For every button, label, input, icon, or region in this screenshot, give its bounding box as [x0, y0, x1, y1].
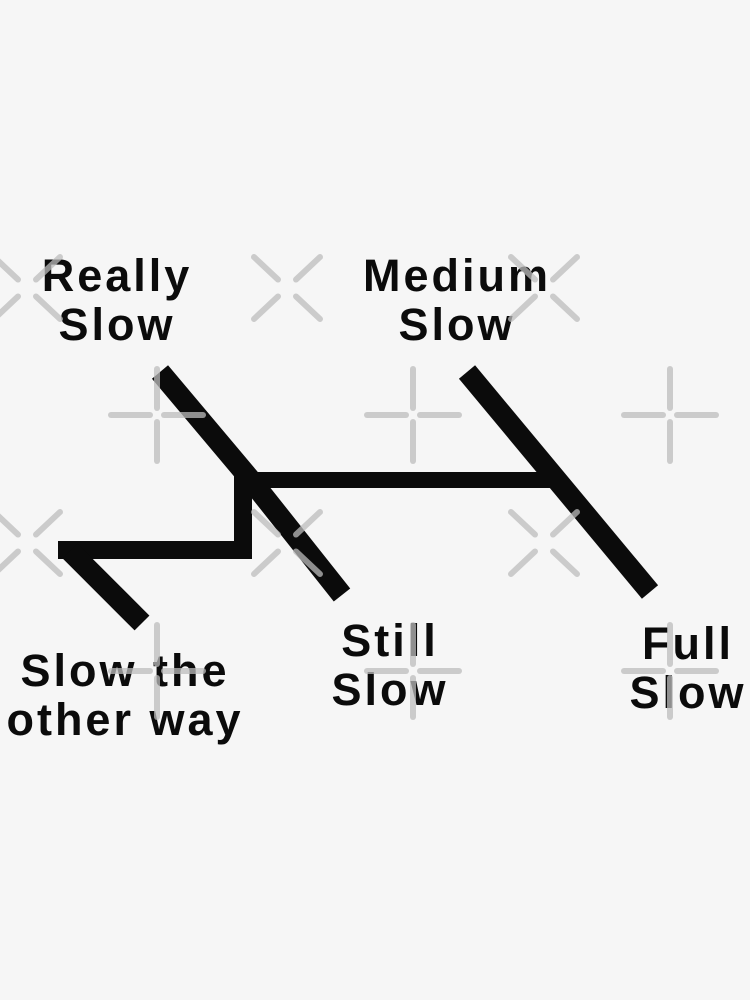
label-slow-other-way: Slow the other way: [6, 646, 243, 744]
label-line: Slow: [629, 667, 747, 718]
label-line: Full: [642, 618, 734, 669]
label-line: other way: [6, 694, 244, 745]
label-full-slow: Full Slow: [629, 619, 746, 717]
label-medium-slow: Medium Slow: [363, 251, 551, 349]
shift-pattern-stroke-leg-other-way: [62, 543, 150, 631]
label-line: Slow: [331, 664, 449, 715]
label-line: Medium: [362, 250, 552, 301]
label-really-slow: Really Slow: [42, 251, 193, 349]
label-line: Still: [341, 615, 439, 666]
label-line: Slow: [58, 299, 176, 350]
label-line: Really: [41, 250, 193, 301]
shift-pattern-stroke-leg-medium-to-full: [458, 365, 659, 599]
label-still-slow: Still Slow: [331, 616, 448, 714]
label-line: Slow: [398, 299, 516, 350]
label-line: Slow the: [20, 645, 230, 696]
